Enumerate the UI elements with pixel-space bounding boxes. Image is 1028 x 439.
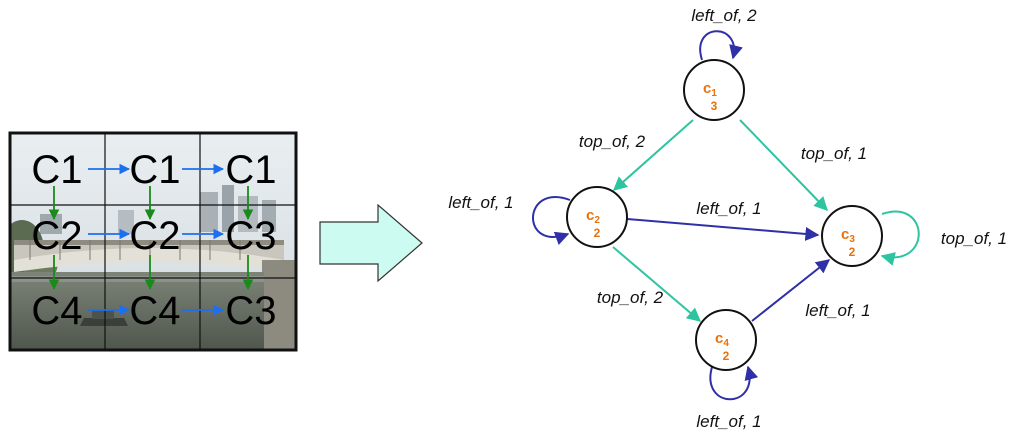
grid-cell-label: C4 (31, 289, 82, 333)
relation-graph: c1 3 c2 2 c3 2 c4 2 left_of, 2 to (448, 6, 1007, 431)
node-count: 2 (594, 226, 601, 240)
edge-c1-c2 (612, 119, 694, 191)
node-count: 2 (849, 245, 856, 259)
edge-c1-self (699, 30, 743, 61)
edge-c2-c3 (626, 218, 820, 241)
grid-cell-label: C2 (31, 214, 82, 258)
node-subscript: 3 (849, 234, 855, 245)
edge-label-c1-c2: top_of, 2 (579, 132, 646, 151)
grid-cell-label: C3 (225, 214, 276, 258)
node-name: c (586, 207, 594, 224)
edge-label-c2-self: left_of, 1 (448, 193, 513, 212)
edge-label-c1-self: left_of, 2 (691, 6, 757, 25)
edge-label-c2-c3: left_of, 1 (696, 199, 761, 218)
node-subscript: 1 (711, 88, 717, 99)
svg-text:c2: c2 (586, 207, 600, 226)
grid-cell-label: C1 (225, 148, 276, 192)
edge-label-c2-c4: top_of, 2 (597, 288, 664, 307)
node-subscript: 2 (594, 215, 600, 226)
node-name: c (703, 80, 711, 97)
edge-label-c4-self: left_of, 1 (696, 412, 761, 431)
edge-label-c3-self: top_of, 1 (941, 229, 1007, 248)
edge-c4-c3 (751, 259, 831, 322)
edge-c2-c4 (612, 246, 702, 322)
node-c2: c2 2 (566, 186, 628, 248)
node-count: 3 (711, 99, 718, 113)
grid-photo: C1 C1 C1 C2 C2 C3 C4 C4 C3 (8, 131, 298, 352)
node-c3: c3 2 (821, 205, 883, 267)
svg-text:c3: c3 (841, 226, 855, 245)
node-c1: c1 3 (683, 59, 745, 121)
grid-cell-label: C1 (31, 148, 82, 192)
node-name: c (841, 226, 849, 243)
svg-text:c4: c4 (715, 330, 729, 349)
grid-cell-label: C2 (129, 214, 180, 258)
node-c4: c4 2 (695, 309, 757, 371)
transform-arrow (319, 203, 423, 283)
edge-label-c1-c3: top_of, 1 (801, 144, 867, 163)
grid-cell-label: C4 (129, 289, 180, 333)
grid-cell-label: C3 (225, 289, 276, 333)
edge-c4-self (709, 365, 759, 401)
grid-frame (8, 131, 298, 352)
edge-label-c4-c3: left_of, 1 (805, 301, 870, 320)
grid-cell-label: C1 (129, 148, 180, 192)
node-count: 2 (723, 349, 730, 363)
edge-c3-self (880, 210, 920, 266)
edge-c2-self (532, 196, 571, 245)
svg-text:c1: c1 (703, 80, 717, 99)
node-name: c (715, 330, 723, 347)
node-subscript: 4 (723, 338, 729, 349)
edge-c1-c3 (739, 119, 828, 212)
